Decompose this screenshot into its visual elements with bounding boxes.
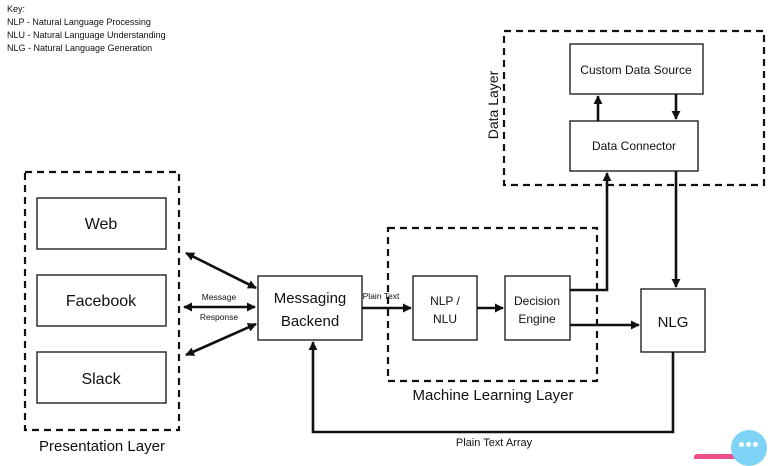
data-layer-label: Data Layer: [485, 70, 501, 139]
web-messaging-arrow: [185, 251, 257, 290]
messaging-backend-line2: Backend: [281, 313, 339, 330]
chat-widget-tab[interactable]: [694, 454, 742, 459]
nlp-nlu-line1: NLP /: [430, 294, 460, 308]
machine-learning-layer-label: Machine Learning Layer: [413, 387, 574, 404]
decision-engine-line1: Decision: [514, 294, 560, 308]
slack-label: Slack: [81, 371, 121, 388]
slack-messaging-arrow: [185, 322, 257, 357]
web-label: Web: [85, 216, 118, 233]
presentation-layer-label: Presentation Layer: [39, 438, 165, 455]
nlp-nlu-line2: NLU: [433, 312, 457, 326]
decision-engine-line2: Engine: [518, 312, 556, 326]
plain-text-array-arrow: [308, 341, 675, 434]
data-connector-label: Data Connector: [592, 139, 676, 153]
facebook-label: Facebook: [66, 293, 137, 310]
response-edge-label: Response: [200, 312, 239, 322]
plain-text-array-edge-label: Plain Text Array: [456, 437, 533, 449]
custom-data-source-label: Custom Data Source: [580, 63, 692, 77]
key-line-nlu: NLU - Natural Language Understanding: [7, 30, 166, 40]
messaging-backend-line1: Messaging: [274, 290, 347, 307]
nlp-nlu-box: [412, 275, 478, 341]
facebook-box: [36, 274, 167, 327]
key-line-nlg: NLG - Natural Language Generation: [7, 43, 152, 53]
nlg-box: [640, 288, 706, 353]
messaging-backend-box: [257, 275, 363, 341]
custom-data-source-box: [569, 43, 704, 95]
key-title: Key:: [7, 4, 25, 14]
message-edge-label: Message: [202, 292, 237, 302]
slack-box: [36, 351, 167, 404]
decision-engine-box: [504, 275, 571, 341]
chat-bubble-icon: [739, 442, 759, 450]
presentation-layer-frame: [23, 170, 181, 432]
data-connector-box: [569, 120, 699, 172]
decision-data-connector-arrow: [570, 172, 612, 292]
nlg-label: NLG: [658, 314, 689, 331]
key-legend: Key: NLP - Natural Language Processing N…: [7, 4, 166, 53]
plain-text-edge-label: Plain Text: [363, 291, 400, 301]
web-box: [36, 197, 167, 250]
chat-widget-button[interactable]: [731, 430, 767, 466]
data-layer-frame: [502, 29, 766, 187]
key-line-nlp: NLP - Natural Language Processing: [7, 17, 151, 27]
